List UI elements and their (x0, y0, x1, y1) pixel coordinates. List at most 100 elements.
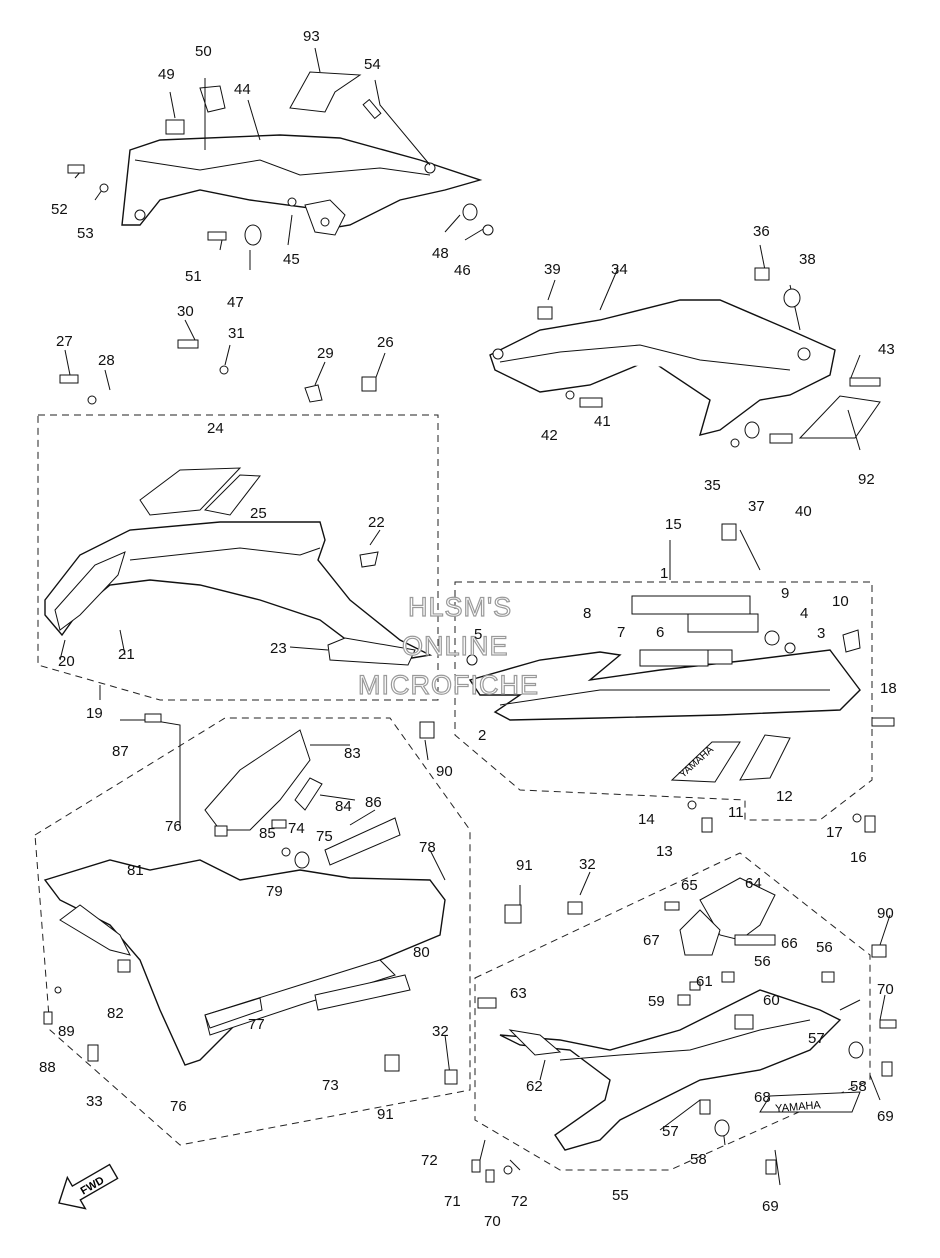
part-number-17: 17 (826, 824, 843, 841)
decal-11 (670, 741, 741, 783)
pad-23 (327, 637, 416, 666)
part-number-3: 3 (817, 625, 825, 642)
bolt-54 (362, 98, 382, 120)
part-number-33: 33 (86, 1093, 103, 1110)
part-number-81: 81 (127, 862, 144, 879)
part-number-70b: 70 (484, 1213, 501, 1230)
washer-17 (852, 813, 862, 823)
part-number-20: 20 (58, 653, 75, 670)
grommet-37 (744, 421, 760, 439)
part-number-46: 46 (454, 262, 471, 279)
watermark: HLSM'S ONLINE MICROFICHE (357, 591, 538, 700)
decal-93 (289, 71, 362, 113)
part-number-93: 93 (303, 28, 320, 45)
watermark-line-1: HLSM'S (408, 592, 512, 622)
pad-7 (639, 649, 709, 667)
collar-35 (730, 438, 740, 448)
pad-9 (687, 613, 759, 633)
part-number-24: 24 (207, 420, 224, 437)
pad-84 (294, 777, 323, 811)
part-number-75: 75 (316, 828, 333, 845)
grommet-48 (462, 203, 478, 221)
part-number-73: 73 (322, 1077, 339, 1094)
bracket-10 (842, 629, 861, 653)
grommet-75 (294, 851, 310, 869)
rear-cover-34 (489, 299, 881, 439)
part-number-32a: 32 (579, 856, 596, 873)
bolt-13 (701, 817, 713, 833)
part-number-58a: 58 (850, 1078, 867, 1095)
part-number-90b: 90 (877, 905, 894, 922)
part-number-89: 89 (58, 1023, 75, 1040)
part-number-27: 27 (56, 333, 73, 350)
fastener-33 (87, 1044, 99, 1062)
pad-77 (204, 997, 263, 1029)
part-number-88: 88 (39, 1059, 56, 1076)
part-number-76b: 76 (170, 1098, 187, 1115)
bolt-18 (871, 717, 895, 727)
part-number-40: 40 (795, 503, 812, 520)
inner-panel-slot (204, 959, 396, 1036)
bracket-81 (59, 904, 131, 956)
bolt-52 (67, 164, 85, 174)
part-number-35: 35 (704, 477, 721, 494)
part-number-5: 5 (474, 626, 482, 643)
collar-57 (699, 1099, 711, 1115)
part-number-82: 82 (107, 1005, 124, 1022)
part-number-76a: 76 (165, 818, 182, 835)
part-number-2: 2 (478, 727, 486, 744)
bolt-36 (754, 267, 770, 281)
pad-80 (314, 974, 411, 1011)
part-number-78: 78 (419, 839, 436, 856)
fastener-90 (419, 721, 435, 739)
part-number-30: 30 (177, 303, 194, 320)
part-number-91b: 91 (377, 1106, 394, 1123)
upper-cover-inner (134, 159, 431, 176)
washer-45 (287, 197, 297, 207)
part-number-31: 31 (228, 325, 245, 342)
part-number-68: 68 (754, 1089, 771, 1106)
pad-86 (324, 817, 401, 866)
pad-8 (631, 595, 751, 615)
side-fairing-inner (499, 689, 830, 706)
grommet-58a (848, 1041, 864, 1059)
part-number-10: 10 (832, 593, 849, 610)
grommet-38 (783, 288, 801, 308)
part-number-labels: 1 2 3 4 5 6 7 8 9 10 11 12 13 14 15 16 1… (39, 28, 897, 1230)
clip-56a (721, 971, 735, 983)
decal-68 (759, 1091, 861, 1113)
side-cover-inner (129, 547, 321, 561)
fastener-91b (504, 904, 522, 924)
washer-89 (54, 986, 62, 994)
part-number-19: 19 (86, 705, 103, 722)
part-number-38: 38 (799, 251, 816, 268)
fastener-32a (567, 901, 583, 915)
part-number-12: 12 (776, 788, 793, 805)
bolt-26 (361, 376, 377, 392)
part-number-91a: 91 (516, 857, 533, 874)
part-number-11: 11 (728, 804, 744, 821)
washer-5 (466, 654, 478, 666)
part-number-53: 53 (77, 225, 94, 242)
part-number-69b: 69 (762, 1198, 779, 1215)
part-number-62: 62 (526, 1078, 543, 1095)
duct-64 (699, 877, 776, 941)
leader-lines (59, 47, 891, 1186)
part-number-34: 34 (611, 261, 628, 278)
washer-28 (87, 395, 97, 405)
pad-25 (203, 474, 261, 516)
part-number-72b: 72 (511, 1193, 528, 1210)
part-number-59: 59 (648, 993, 665, 1010)
part-number-23: 23 (270, 640, 287, 657)
part-number-65: 65 (681, 877, 698, 894)
fastener-63 (477, 997, 497, 1009)
part-number-60: 60 (763, 992, 780, 1009)
part-number-71: 71 (444, 1193, 461, 1210)
clip-49 (165, 119, 185, 135)
bracket-66 (734, 934, 776, 946)
part-number-47: 47 (227, 294, 244, 311)
upper-side-cover-44 (121, 71, 483, 236)
boundary-1 (454, 581, 873, 821)
washer-53 (99, 183, 109, 193)
